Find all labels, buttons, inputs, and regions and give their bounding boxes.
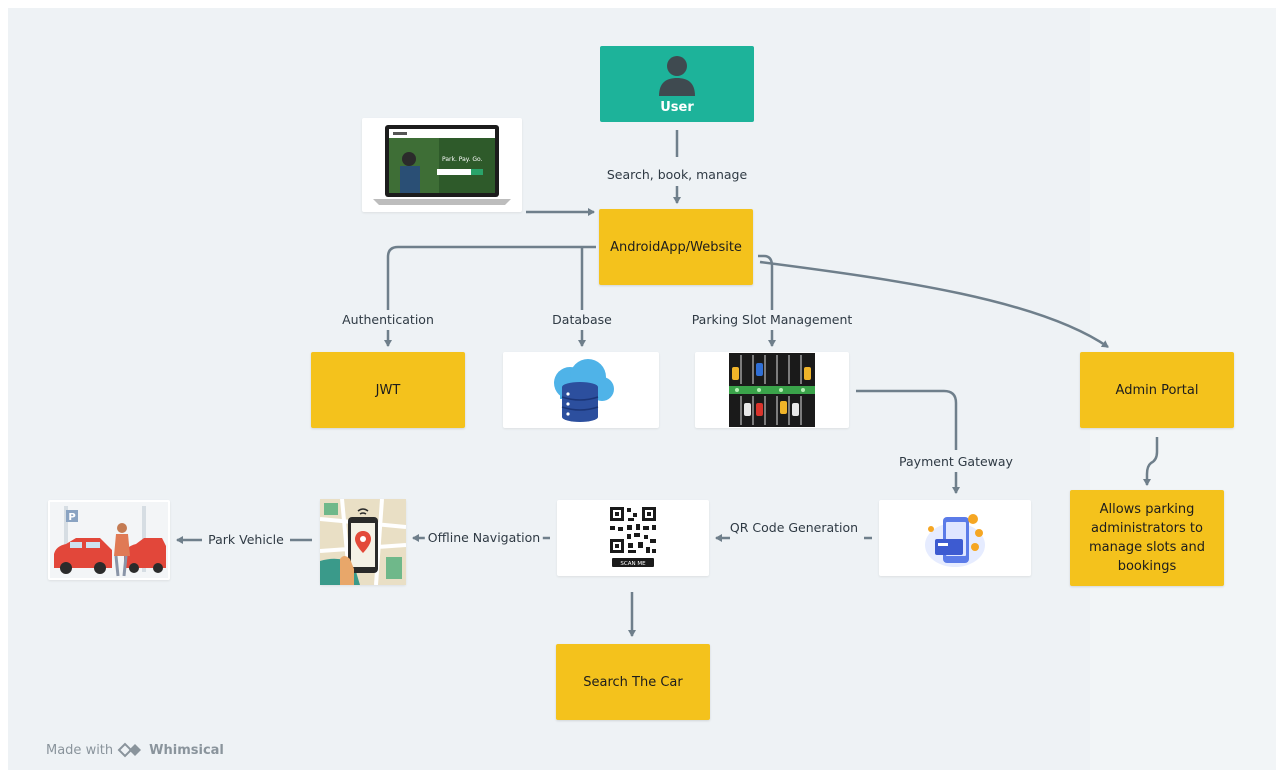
database-image: [503, 352, 659, 428]
whimsical-logo-icon: [117, 742, 142, 758]
laptop-image: Park. Pay. Go.: [362, 118, 522, 212]
park-vehicle-image: P: [48, 500, 170, 580]
made-with-text: Made with: [46, 742, 114, 758]
cloud-database-icon: [554, 359, 614, 422]
edge-slot-top: [758, 254, 774, 310]
map-phone-icon: [320, 499, 406, 585]
app-node[interactable]: AndroidApp/Website: [599, 209, 753, 285]
payment-icon: [925, 514, 985, 567]
payment-image: [879, 500, 1031, 576]
admin-note-node[interactable]: Allows parking administrators to manage …: [1070, 490, 1224, 586]
qr-code-icon: SCAN ME: [610, 507, 656, 567]
search-car-label: Search The Car: [583, 674, 683, 690]
edge-label-authentication: Authentication: [339, 312, 437, 328]
user-node[interactable]: User: [600, 46, 754, 122]
laptop-screen-text: Park. Pay. Go.: [442, 156, 483, 163]
edge-label-parking-slot: Parking Slot Management: [688, 312, 856, 328]
whimsical-brand: Whimsical: [149, 742, 224, 758]
parking-garage-icon: P: [50, 502, 168, 578]
edge-label-qr: QR Code Generation: [726, 520, 862, 536]
svg-text:P: P: [68, 512, 75, 523]
qr-code-image: SCAN ME: [557, 500, 709, 576]
jwt-label: JWT: [375, 382, 401, 398]
navigation-map-image: [320, 499, 406, 585]
edge-label-offline-nav: Offline Navigation: [424, 530, 544, 546]
edge-label-database: Database: [549, 312, 615, 328]
edge-admin: [759, 260, 1109, 349]
edge-admin-note: [1143, 437, 1159, 486]
edge-label-search-book-manage: Search, book, manage: [603, 167, 751, 183]
made-with-footer[interactable]: Made with Whimsical: [46, 742, 224, 758]
parking-lot-icon: [729, 353, 815, 427]
app-label: AndroidApp/Website: [610, 239, 742, 255]
qr-caption: SCAN ME: [620, 561, 646, 567]
edge-label-payment: Payment Gateway: [896, 454, 1016, 470]
admin-note-label: Allows parking administrators to manage …: [1088, 502, 1206, 574]
edge-label-park-vehicle: Park Vehicle: [205, 532, 287, 548]
admin-portal-node[interactable]: Admin Portal: [1080, 352, 1234, 428]
laptop-icon: Park. Pay. Go.: [373, 125, 511, 205]
admin-portal-label: Admin Portal: [1115, 382, 1199, 398]
edge-auth-top: [386, 245, 596, 310]
search-car-node[interactable]: Search The Car: [556, 644, 710, 720]
jwt-node[interactable]: JWT: [311, 352, 465, 428]
user-label: User: [660, 99, 694, 115]
parking-lot-image: [695, 352, 849, 428]
user-icon: [659, 55, 695, 96]
edge-payment-top: [856, 389, 958, 450]
